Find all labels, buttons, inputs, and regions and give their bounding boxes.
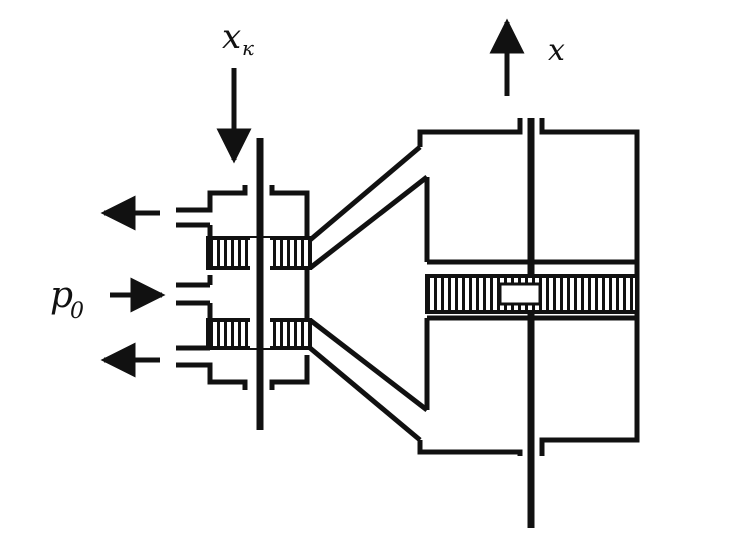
power-cylinder <box>417 118 640 528</box>
pilot-input-label: x <box>222 17 241 57</box>
valve-body-top-right <box>269 185 310 237</box>
cylinder-bottom <box>417 440 523 456</box>
supply-pressure-subscript: 0 <box>70 299 84 324</box>
valve-body-top <box>176 185 248 213</box>
valve-body-bottom <box>176 362 248 390</box>
valve-body-bottom-right <box>269 355 310 390</box>
output-label: x <box>548 33 565 68</box>
pilot-input-subscript: к <box>242 36 254 60</box>
hydraulic-passages <box>308 145 429 442</box>
cylinder-top <box>417 118 523 147</box>
supply-pressure-label: p <box>50 275 73 316</box>
spool-valve <box>176 138 310 430</box>
